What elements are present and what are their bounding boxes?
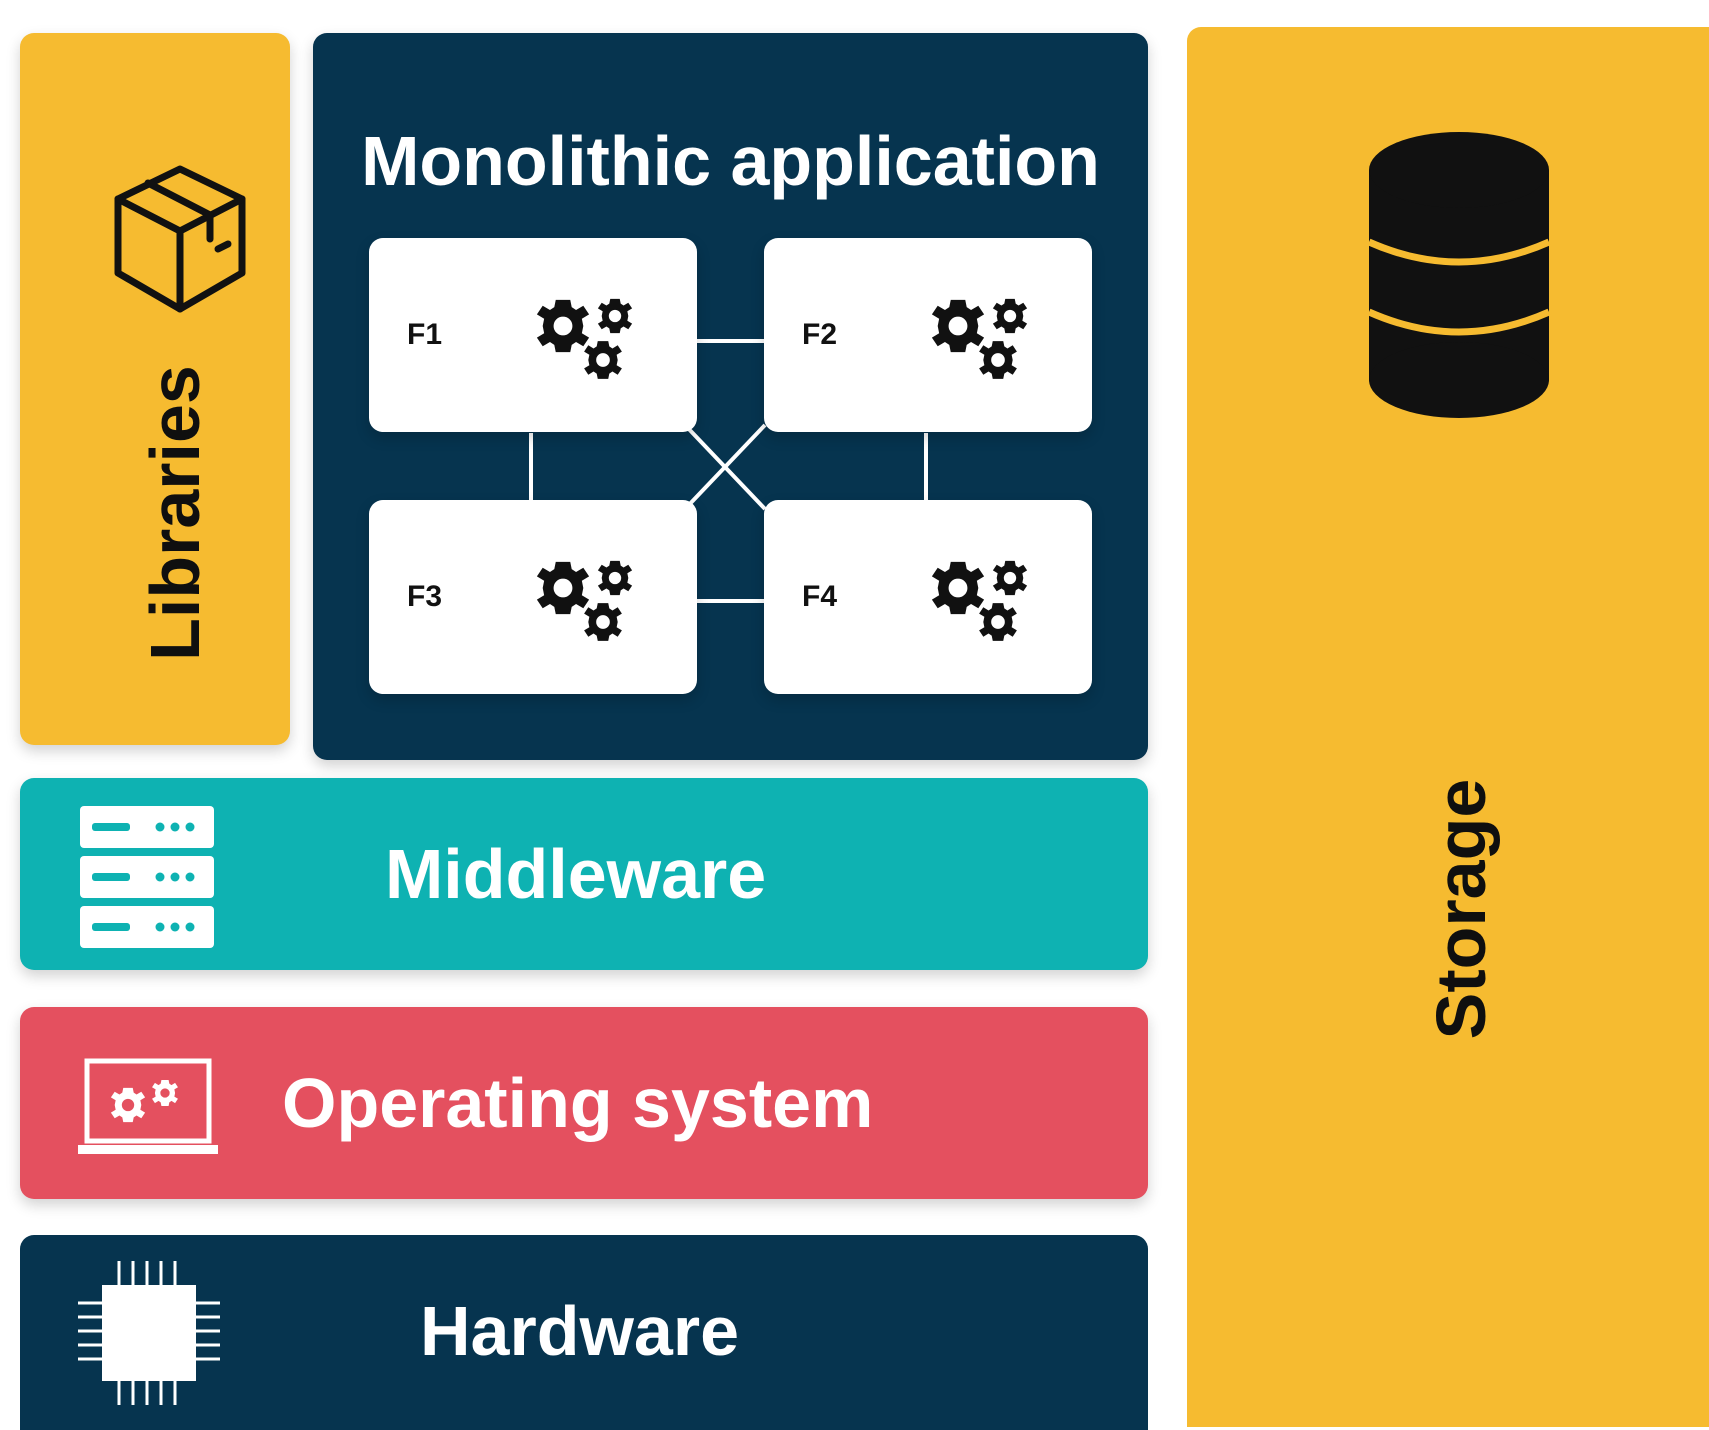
- feature-label: F1: [407, 318, 443, 351]
- package-box-icon: [114, 165, 246, 313]
- laptop-gears-icon: [78, 1058, 218, 1154]
- feature-connections: [529, 339, 928, 603]
- link-f2-f3: [683, 423, 767, 511]
- feature-box-f1: F1: [369, 238, 697, 432]
- operating-system-label: Operating system: [282, 1064, 874, 1142]
- gears-icon: [536, 560, 633, 641]
- middleware-label: Middleware: [385, 835, 767, 913]
- server-rack-icon: [80, 806, 214, 948]
- app-title: Monolithic application: [361, 122, 1100, 200]
- feature-box-f4: F4: [764, 500, 1092, 694]
- middleware-layer: Middleware: [20, 778, 1148, 970]
- operating-system-layer: Operating system: [20, 1007, 1148, 1199]
- gears-icon: [931, 560, 1028, 641]
- libraries-label: Libraries: [136, 365, 214, 661]
- hardware-label: Hardware: [420, 1292, 740, 1370]
- gears-icon: [931, 298, 1028, 379]
- libraries-panel: Libraries: [20, 33, 290, 745]
- feature-label: F4: [802, 580, 838, 613]
- monolithic-application-panel: Monolithic application F1 F2 F3: [313, 33, 1148, 760]
- database-icon: [1367, 132, 1551, 418]
- feature-label: F3: [407, 580, 443, 613]
- feature-box-f2: F2: [764, 238, 1092, 432]
- storage-panel: Storage: [1187, 27, 1709, 1427]
- cpu-chip-icon: [78, 1261, 220, 1405]
- gears-icon: [536, 298, 633, 379]
- feature-box-f3: F3: [369, 500, 697, 694]
- storage-label: Storage: [1422, 778, 1500, 1040]
- feature-label: F2: [802, 318, 838, 351]
- hardware-layer: Hardware: [20, 1235, 1148, 1430]
